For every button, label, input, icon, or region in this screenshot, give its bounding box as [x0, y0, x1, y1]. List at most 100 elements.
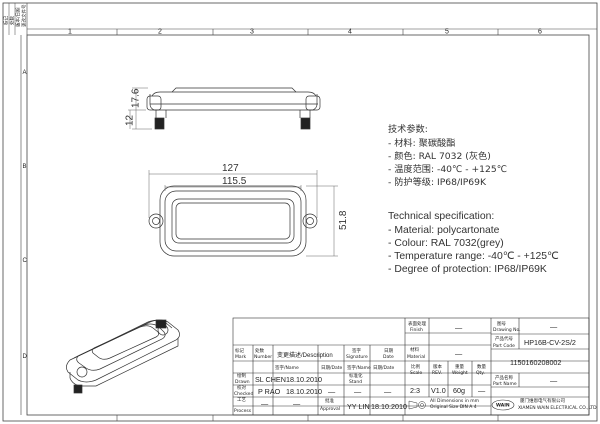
length-overall-dim: 127: [222, 163, 239, 174]
spec-en-title: Technical specification:: [388, 211, 494, 222]
description-header: 变更描述/Description: [277, 351, 333, 359]
number-cn: 处数: [255, 347, 264, 354]
weight-cn: 重量: [455, 363, 464, 370]
spec-cn: 技术参数: - 材料: 聚碳酸酯 - 颜色: RAL 7032 (灰色) - 温…: [388, 123, 507, 188]
stand-date-2: —: [384, 387, 392, 396]
finish-cn: 表面处理: [408, 320, 426, 327]
part-name-en: Part Name: [493, 381, 517, 387]
top-view: [148, 185, 318, 257]
drawn-en: Drawn: [235, 379, 250, 385]
height-body-dim: 12: [125, 114, 136, 126]
drawn-date: 18.10.2010: [286, 375, 322, 384]
spec-cn-line: - 温度范围: -40℃ - +125℃: [388, 163, 507, 175]
company-logo: WAIN: [491, 399, 515, 411]
rev-value: V1.0: [431, 386, 446, 395]
material-en: Material: [407, 354, 425, 360]
part-name-value: —: [550, 376, 558, 385]
dims-note-2: Original Size DIN A 4: [430, 404, 477, 410]
process-cn: 工艺: [237, 397, 246, 403]
length-inner-dim: 115.5: [222, 176, 247, 187]
part-code-cn: 产品代号: [495, 335, 513, 342]
column-number: 3: [250, 29, 254, 36]
row-letter: C: [23, 258, 28, 264]
revision-mark-label: 标记: [3, 16, 10, 25]
title-block: [232, 317, 590, 416]
checked-date: 18.10.2010: [286, 387, 322, 396]
sign-date-header-2: 日期/Date: [373, 365, 395, 371]
stand-name: —: [328, 387, 336, 396]
projection-symbol-icon: [408, 400, 426, 410]
part-code-en: Part Code: [493, 343, 515, 349]
qty-value: —: [478, 386, 486, 395]
signature-en: Signature: [346, 354, 368, 360]
drawing-no-en: Drawing No.: [493, 327, 521, 333]
approval-date: 18.10.2010: [371, 402, 407, 411]
column-number: 2: [158, 29, 162, 36]
row-letter: D: [23, 354, 28, 360]
column-ticks: [116, 29, 499, 421]
revision-doc-label: 更改文件号: [21, 4, 28, 27]
company-name-cn: 厦门维恩电气有限公司: [520, 397, 565, 404]
scale-en: Scale: [410, 370, 422, 376]
scale-value: 2:3: [410, 386, 420, 395]
finish-en: Finish: [410, 327, 423, 333]
drawing-no-value: —: [550, 322, 558, 331]
qty-cn: 数量: [477, 363, 486, 370]
mark-en: Mark: [235, 354, 246, 360]
side-view-dimensions: [128, 87, 152, 130]
weight-value: 60g: [453, 386, 465, 395]
drawing-no-cn: 图号: [497, 321, 506, 327]
checked-en: Checked: [234, 391, 253, 397]
approval-en: Approval: [320, 406, 340, 412]
part-name-cn: 产品名称: [495, 374, 513, 381]
checked-cn: 校对: [237, 384, 246, 391]
drawn-name: SL CHEN: [255, 375, 286, 384]
part-number-value: 1150160208002: [510, 358, 561, 367]
stand-en: Stand: [349, 379, 362, 385]
stand-cn: 标准化: [349, 372, 363, 379]
column-number: 1: [68, 29, 72, 36]
process-en: Process: [234, 408, 252, 414]
spec-en-line: - Material: polycartonate: [388, 225, 500, 236]
company-name-en: XIAMEN WAIN ELECTRICAL CO.,LTD: [518, 405, 597, 411]
signature-cn: 签字: [352, 347, 361, 354]
qty-en: Qty.: [476, 370, 485, 376]
stand-date: —: [354, 387, 362, 396]
logo-text: WAIN: [496, 403, 510, 409]
side-view: [146, 87, 321, 130]
sign-date-header: 日期/Date: [321, 365, 343, 371]
spec-cn-title: 技术参数:: [388, 123, 428, 135]
revision-date-label: 版本/日期: [15, 7, 22, 27]
approval-cn: 批准: [325, 397, 334, 404]
row-letter: A: [23, 70, 27, 76]
height-total-dim: 17.6: [131, 88, 142, 108]
column-number: 5: [445, 29, 449, 36]
finish-value: —: [455, 323, 463, 332]
weight-en: Weight: [452, 370, 468, 376]
revision-number-label: 处数: [9, 16, 16, 25]
rev-en: REV.: [432, 370, 442, 376]
column-numbers: 1 2 3 4 5 6: [68, 29, 542, 36]
date-en: Date: [383, 354, 394, 360]
column-number: 4: [348, 29, 352, 36]
dims-note-1: All Dimensions in mm: [430, 398, 479, 404]
drawn-cn: 绘制: [237, 372, 246, 379]
spec-en-line: - Colour: RAL 7032(grey): [388, 238, 504, 249]
process-name: —: [261, 399, 269, 408]
checked-name: P RAO: [258, 387, 281, 396]
sign-name-header: 签字/Name: [275, 364, 299, 371]
spec-en-line: - Temperature range: -40℃ - +125℃: [388, 251, 559, 262]
spec-en-line: - Degree of protection: IP68/IP69K: [388, 264, 547, 275]
mark-cn: 标记: [235, 347, 244, 354]
revision-column: 标记 处数 版本/日期 更改文件号: [3, 3, 28, 35]
top-view-dimensions: [148, 170, 338, 257]
spec-cn-line: - 颜色: RAL 7032 (灰色): [388, 150, 491, 162]
spec-cn-line: - 材料: 聚碳酸酯: [388, 137, 455, 149]
date-cn: 日期: [384, 348, 393, 354]
material-cn: 材料: [410, 346, 419, 353]
spec-en: Technical specification: - Material: pol…: [388, 211, 559, 275]
approval-name: YY LIN: [347, 402, 370, 411]
column-number: 6: [538, 29, 542, 36]
